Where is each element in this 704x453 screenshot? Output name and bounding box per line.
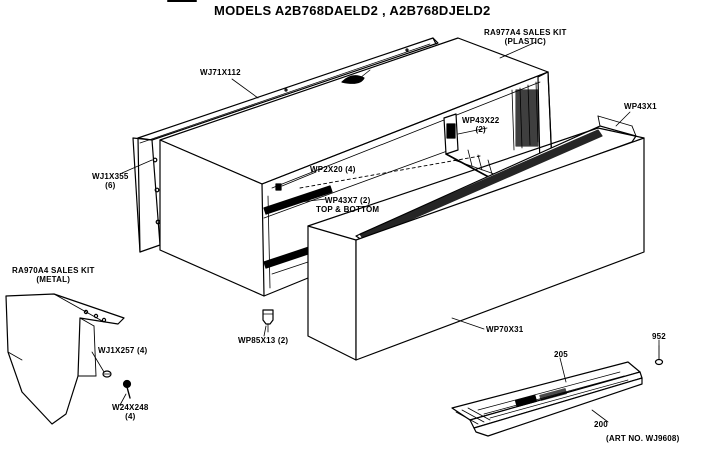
label-205: 205 <box>554 350 568 359</box>
leader-lines <box>91 41 660 423</box>
label-wj1x355: WJ1X355 (6) <box>92 172 129 190</box>
screw-952 <box>654 345 664 366</box>
diagram-title: MODELS A2B768DAELD2 , A2B768DJELD2 <box>214 3 491 18</box>
label-wj71x112: WJ71X112 <box>200 68 241 77</box>
label-wp85x13: WP85X13 (2) <box>238 336 289 345</box>
label-wp43x7: WP43X7 (2) TOP & BOTTOM <box>316 196 380 214</box>
label-sales-kit-plastic: RA977A4 SALES KIT (PLASTIC) <box>484 28 567 46</box>
screw-w24x248 <box>122 379 132 399</box>
label-wj1x257: WJ1X257 (4) <box>98 346 148 355</box>
label-sales-kit-metal: RA970A4 SALES KIT (METAL) <box>12 266 95 284</box>
label-200: 200 <box>594 420 608 429</box>
grille-assembly <box>451 361 643 437</box>
label-wp43x1: WP43X1 <box>624 102 657 111</box>
side-metal-bracket <box>5 293 125 425</box>
label-wp70x31: WP70X31 <box>486 325 524 334</box>
label-wp43x22: WP43X22 (2) <box>462 116 500 134</box>
screw-wj1x257 <box>102 370 112 378</box>
front-panel <box>307 127 645 361</box>
cabinet-sleeve <box>159 37 553 297</box>
interior-rails <box>263 149 481 275</box>
label-wp2x20: WP2X20 (4) <box>310 165 356 174</box>
label-art-number: (ART NO. WJ9608) <box>606 434 680 443</box>
label-w24x248: W24X248 (4) <box>112 403 149 421</box>
label-952: 952 <box>652 332 666 341</box>
clip-wp85x13 <box>262 309 274 333</box>
